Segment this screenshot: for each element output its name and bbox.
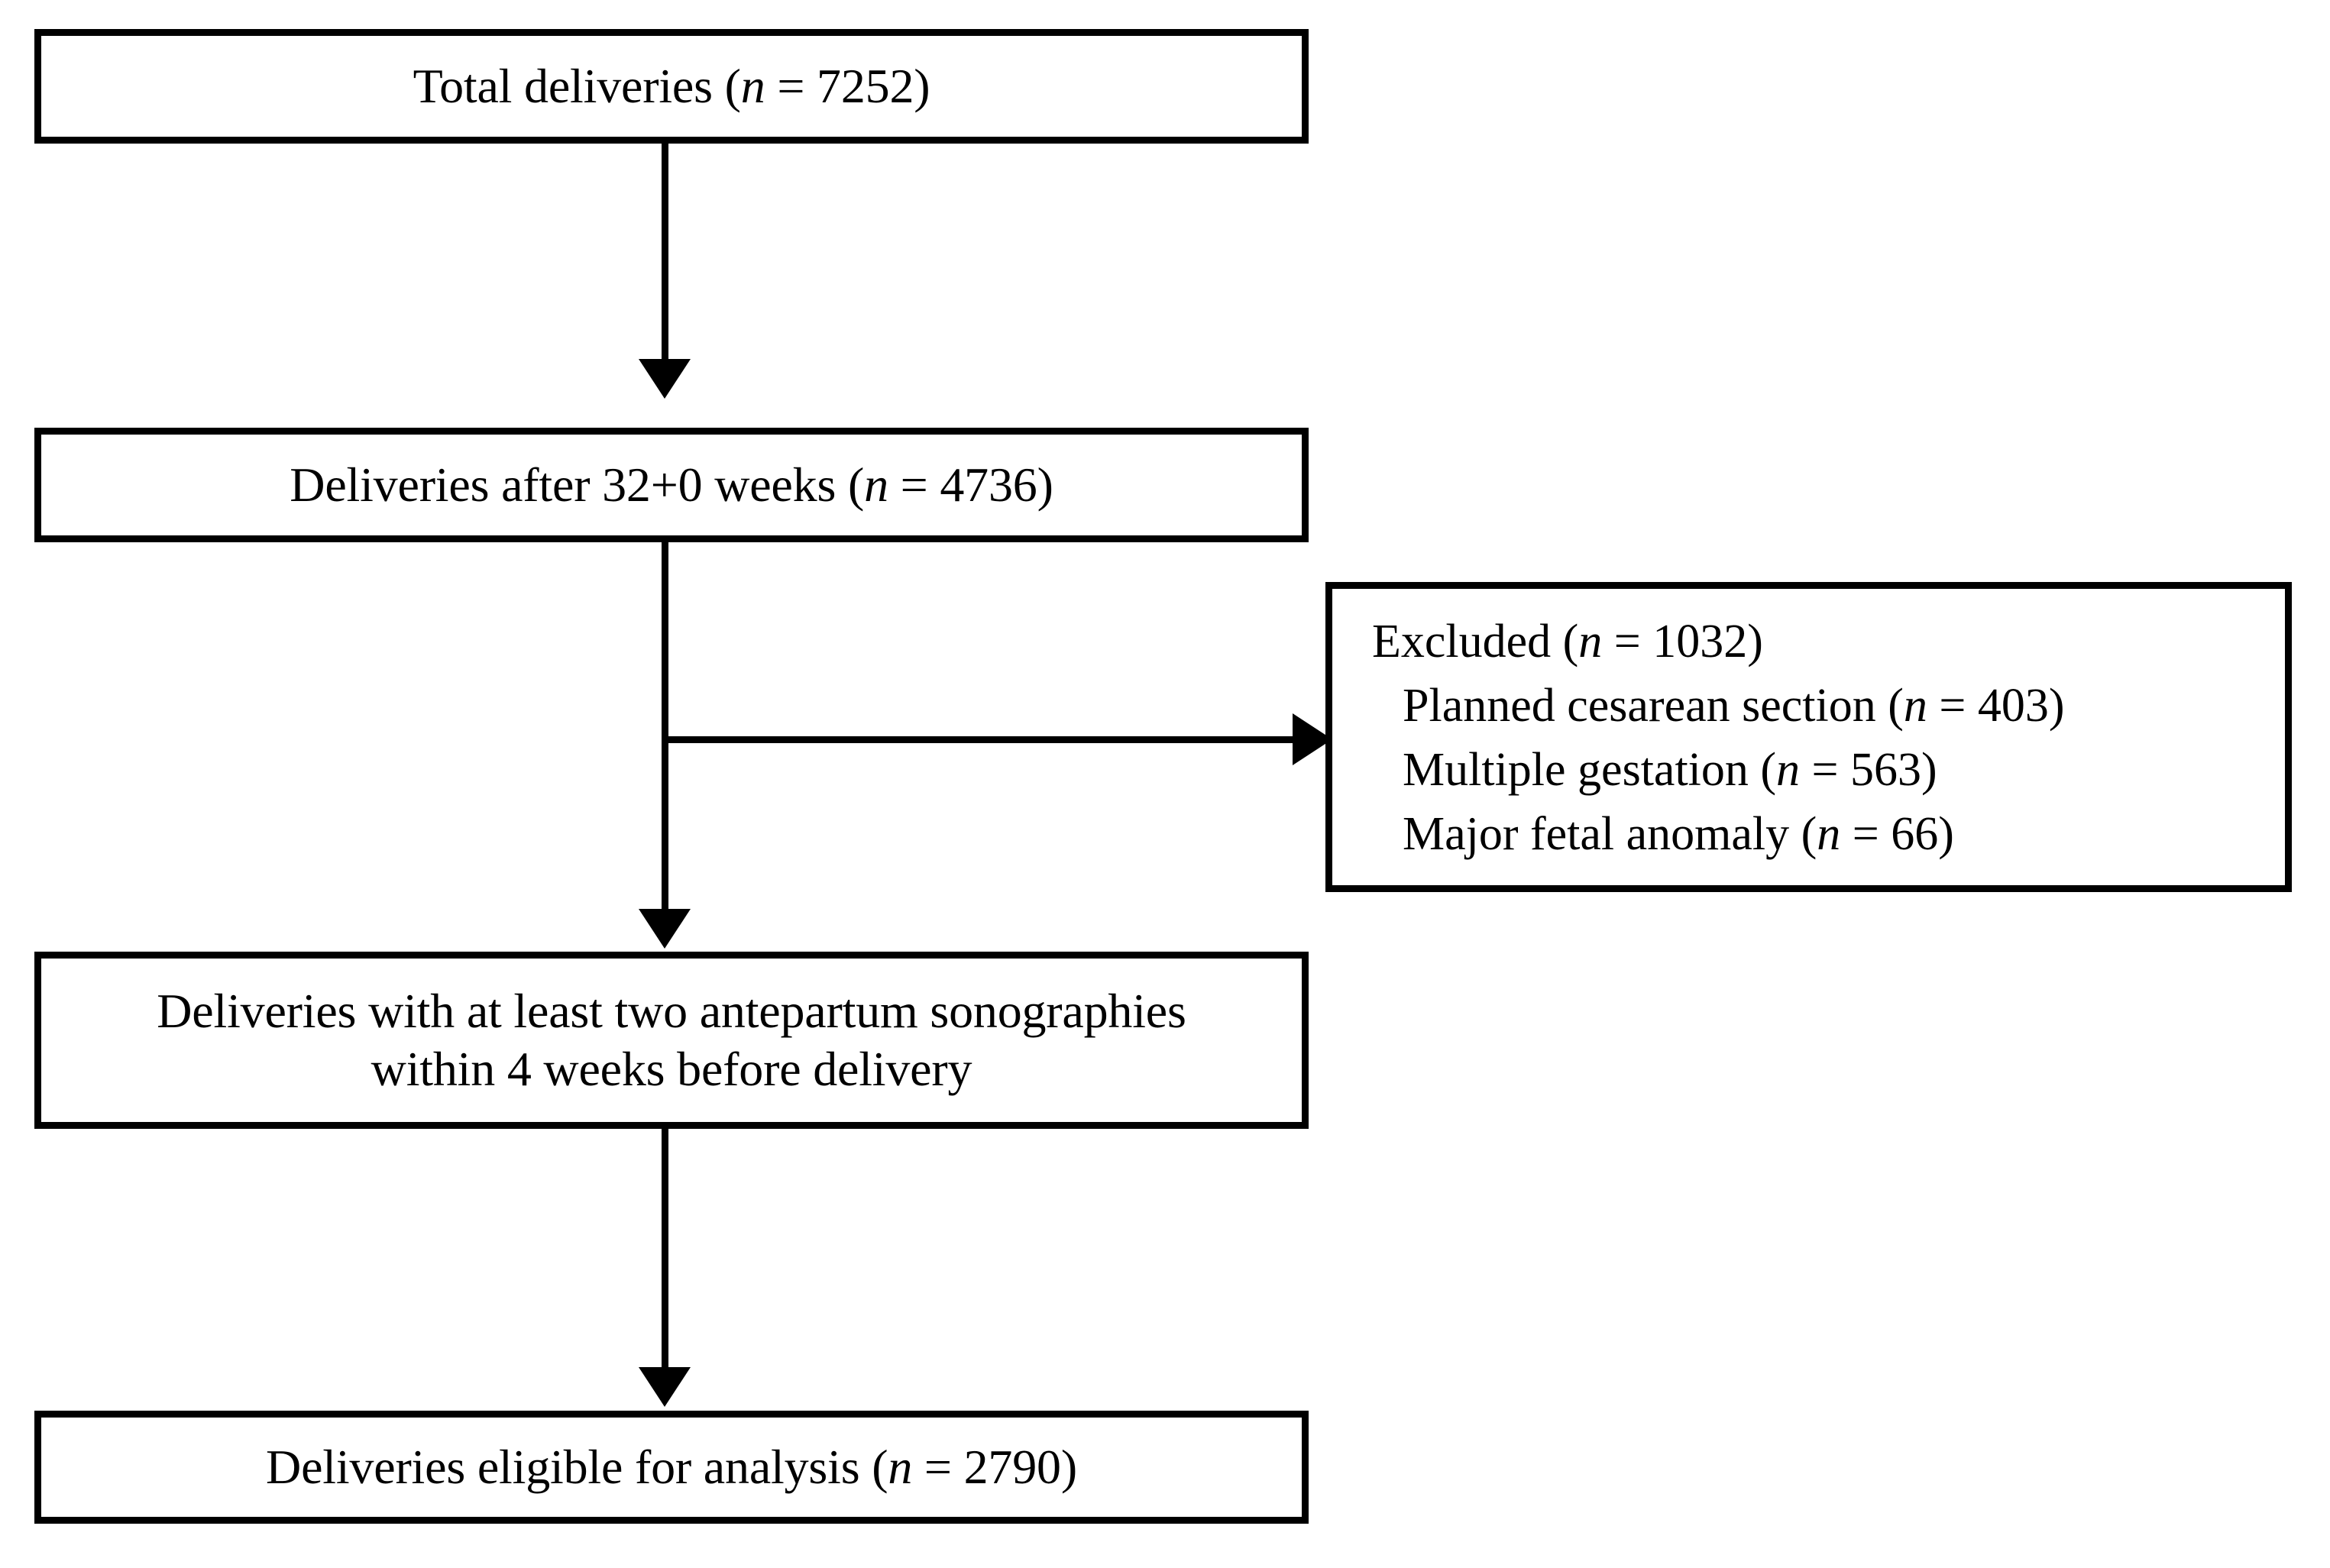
connector-total-to-after32-arrowhead bbox=[639, 359, 691, 399]
node-total-deliveries: Total deliveries (n = 7252) bbox=[34, 29, 1309, 144]
excluded-reason-multiple-gestation: Multiple gestation (n = 563) bbox=[1403, 744, 1937, 796]
excluded-reason-planned-cesarean-section: Planned cesarean section (n = 403) bbox=[1403, 680, 2065, 732]
node-deliveries-after-32-weeks: Deliveries after 32+0 weeks (n = 4736) bbox=[34, 428, 1309, 542]
node-deliveries-eligible-for-analysis-label: Deliveries eligible for analysis (n = 27… bbox=[266, 1440, 1077, 1495]
connector-after32-to-sonography-arrowhead bbox=[639, 909, 691, 949]
node-total-deliveries-label: Total deliveries (n = 7252) bbox=[413, 59, 930, 114]
connector-sonography-to-eligible-line bbox=[662, 1129, 668, 1369]
node-deliveries-eligible-for-analysis: Deliveries eligible for analysis (n = 27… bbox=[34, 1411, 1309, 1524]
excluded-header: Excluded (n = 1032) bbox=[1372, 616, 1763, 668]
node-deliveries-after-32-weeks-label: Deliveries after 32+0 weeks (n = 4736) bbox=[290, 457, 1053, 512]
node-excluded: Excluded (n = 1032) Planned cesarean sec… bbox=[1325, 582, 2292, 892]
connector-total-to-after32-line bbox=[662, 144, 668, 362]
node-deliveries-with-two-sonographies: Deliveries with at least two antepartum … bbox=[34, 952, 1309, 1129]
connector-after32-to-excluded-line bbox=[665, 736, 1331, 743]
connector-after32-to-sonography-line bbox=[662, 542, 668, 912]
excluded-reason-major-fetal-anomaly: Major fetal anomaly (n = 66) bbox=[1403, 808, 1954, 860]
connector-sonography-to-eligible-arrowhead bbox=[639, 1367, 691, 1407]
node-deliveries-with-two-sonographies-label: Deliveries with at least two antepartum … bbox=[157, 984, 1186, 1096]
